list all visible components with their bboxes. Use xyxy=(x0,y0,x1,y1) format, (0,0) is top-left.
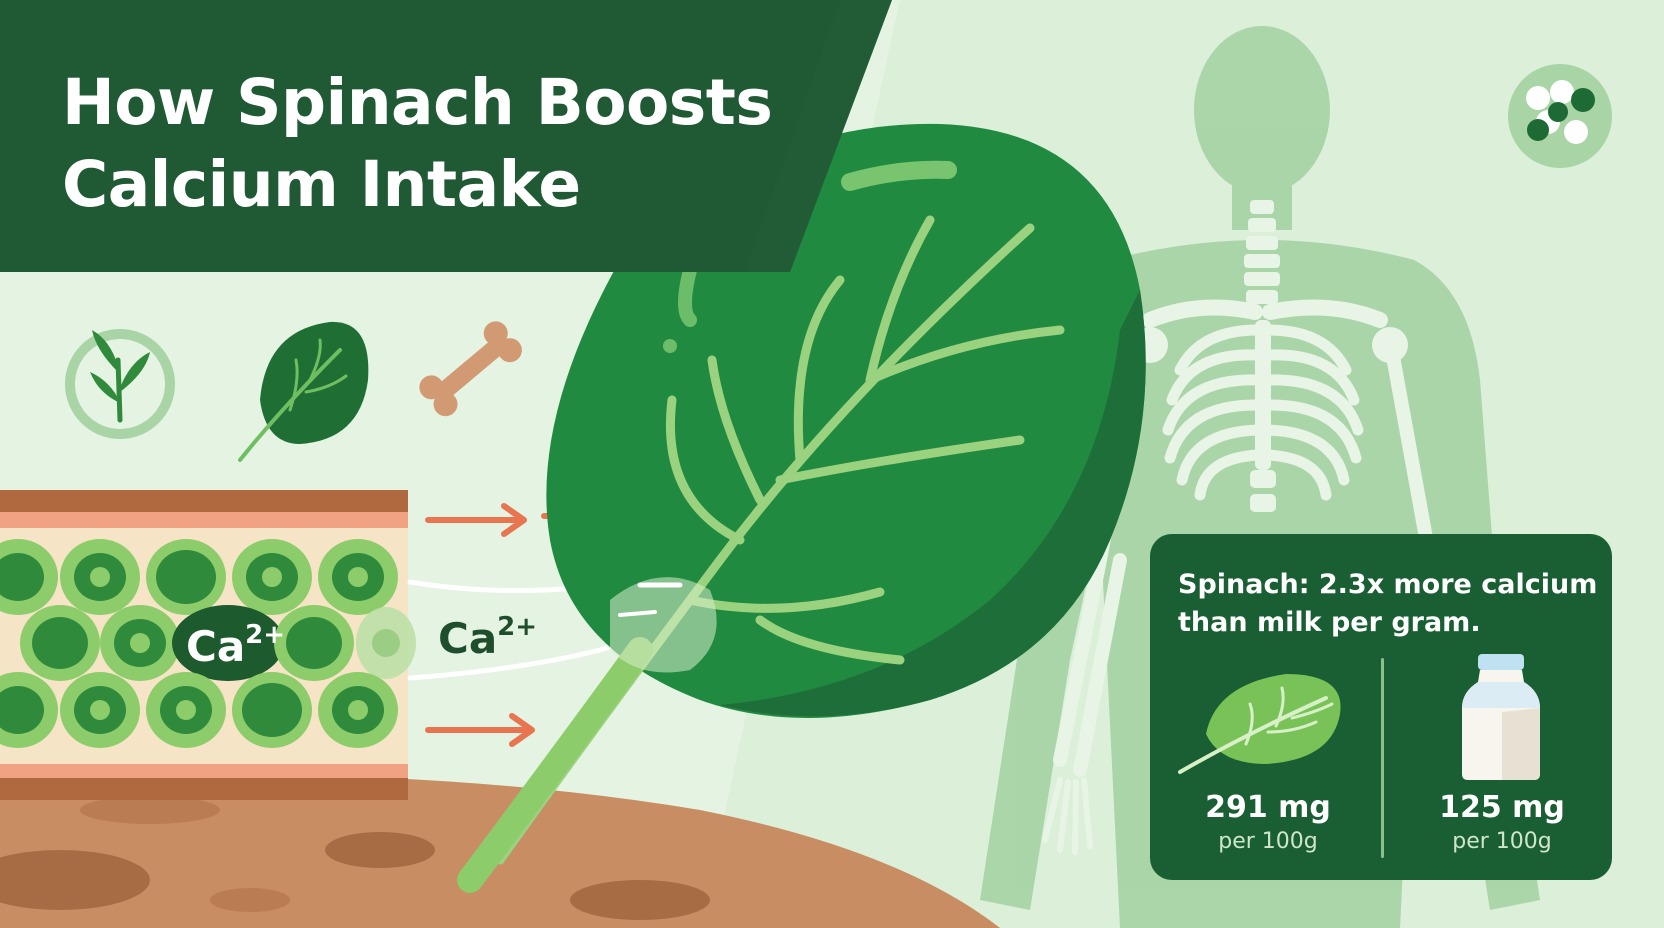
calcium-comparison-card: Spinach: 2.3x more calcium than milk per… xyxy=(1150,534,1612,880)
spinach-leaf-icon xyxy=(238,321,369,462)
calcium-ion-label-absorbed: Ca2+ xyxy=(438,614,537,660)
page-title: How Spinach Boosts Calcium Intake xyxy=(62,62,822,226)
intestinal-cell-layer xyxy=(0,490,416,800)
spinach-leaf-icon xyxy=(1178,674,1341,774)
comparison-fact-text: Spinach: 2.3x more calcium than milk per… xyxy=(1178,569,1598,638)
spinach-calcium-amount: 291 mg xyxy=(1205,790,1331,825)
milk-calcium-amount: 125 mg xyxy=(1439,790,1565,825)
ion-charge: 2+ xyxy=(497,612,538,642)
calcium-ion-label-in-cells: Ca2+ xyxy=(186,622,285,668)
plant-badge-icon xyxy=(65,329,175,439)
ion-symbol: Ca xyxy=(438,614,498,663)
page-title-line-2: Calcium Intake xyxy=(62,148,581,221)
bone-icon xyxy=(419,321,522,417)
milk-calcium-unit: per 100g xyxy=(1452,829,1552,854)
page-title-line-1: How Spinach Boosts xyxy=(62,66,773,139)
bone-cluster-icon xyxy=(1508,64,1612,168)
ion-charge: 2+ xyxy=(245,620,286,650)
spinach-leaf-illustration xyxy=(457,107,1146,893)
ion-symbol: Ca xyxy=(186,622,246,671)
milk-bottle-icon xyxy=(1462,654,1540,780)
spinach-calcium-unit: per 100g xyxy=(1218,829,1318,854)
card-divider xyxy=(1381,658,1384,858)
